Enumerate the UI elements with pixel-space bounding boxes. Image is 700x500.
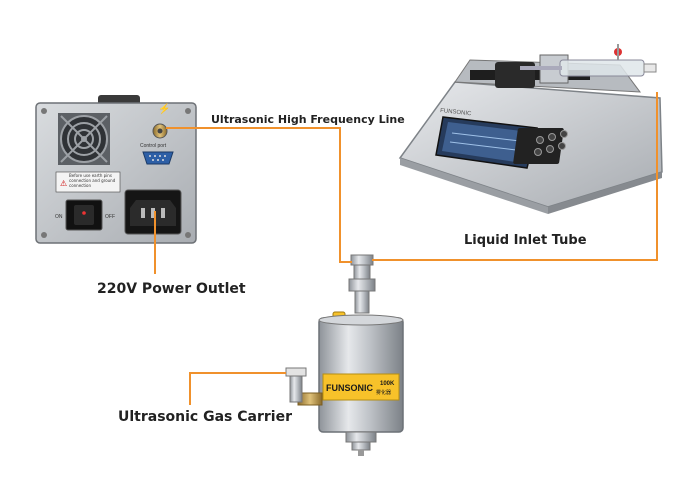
screw-icon xyxy=(185,108,191,114)
generator-back-panel: ⚡ Control port ⚠ Before use earth pins c… xyxy=(35,95,197,244)
syringe-barrel xyxy=(559,59,645,77)
connector-lines xyxy=(154,92,658,405)
nozzle-label-band xyxy=(322,373,400,401)
switch-on-label: ON xyxy=(55,214,63,220)
nozzle-brand: FUNSONIC xyxy=(326,383,374,393)
warning-icon: ⚠ xyxy=(60,179,67,188)
lightning-icon: ⚡ xyxy=(158,102,170,115)
screw-icon xyxy=(41,232,47,238)
pump-keypad xyxy=(513,128,568,164)
gas-line-connector xyxy=(189,372,286,405)
nozzle-tip xyxy=(358,450,364,456)
control-port-label: Control port xyxy=(140,143,167,149)
nozzle-spec-sub: 雾化器 xyxy=(376,389,391,396)
ultrasonic-nozzle: FUNSONIC 100K 雾化器 xyxy=(285,254,404,456)
switch-off-label: OFF xyxy=(105,214,115,220)
gas-elbow-fitting xyxy=(285,367,323,406)
screw-icon xyxy=(185,232,191,238)
fan-grille-icon xyxy=(58,113,110,165)
liquid-line-connector xyxy=(372,92,658,261)
gas-carrier-label: Ultrasonic Gas Carrier xyxy=(118,409,292,425)
pump-carriage xyxy=(495,62,535,88)
hf-line-label: Ultrasonic High Frequency Line xyxy=(211,113,405,126)
hf-line-connector xyxy=(166,127,352,263)
power-outlet-label: 220V Power Outlet xyxy=(97,281,246,297)
serial-port-icon xyxy=(142,151,174,165)
syringe-pump: FUNSONIC xyxy=(398,44,663,214)
warning-sticker xyxy=(55,171,121,193)
screw-icon xyxy=(41,108,47,114)
warning-text: Before use earth pins connection and gro… xyxy=(69,173,116,188)
pump-brand: FUNSONIC xyxy=(440,108,472,117)
nozzle-spec: 100K xyxy=(380,381,395,387)
switch-indicator-icon xyxy=(82,211,86,215)
liquid-inlet-label: Liquid Inlet Tube xyxy=(464,233,587,248)
